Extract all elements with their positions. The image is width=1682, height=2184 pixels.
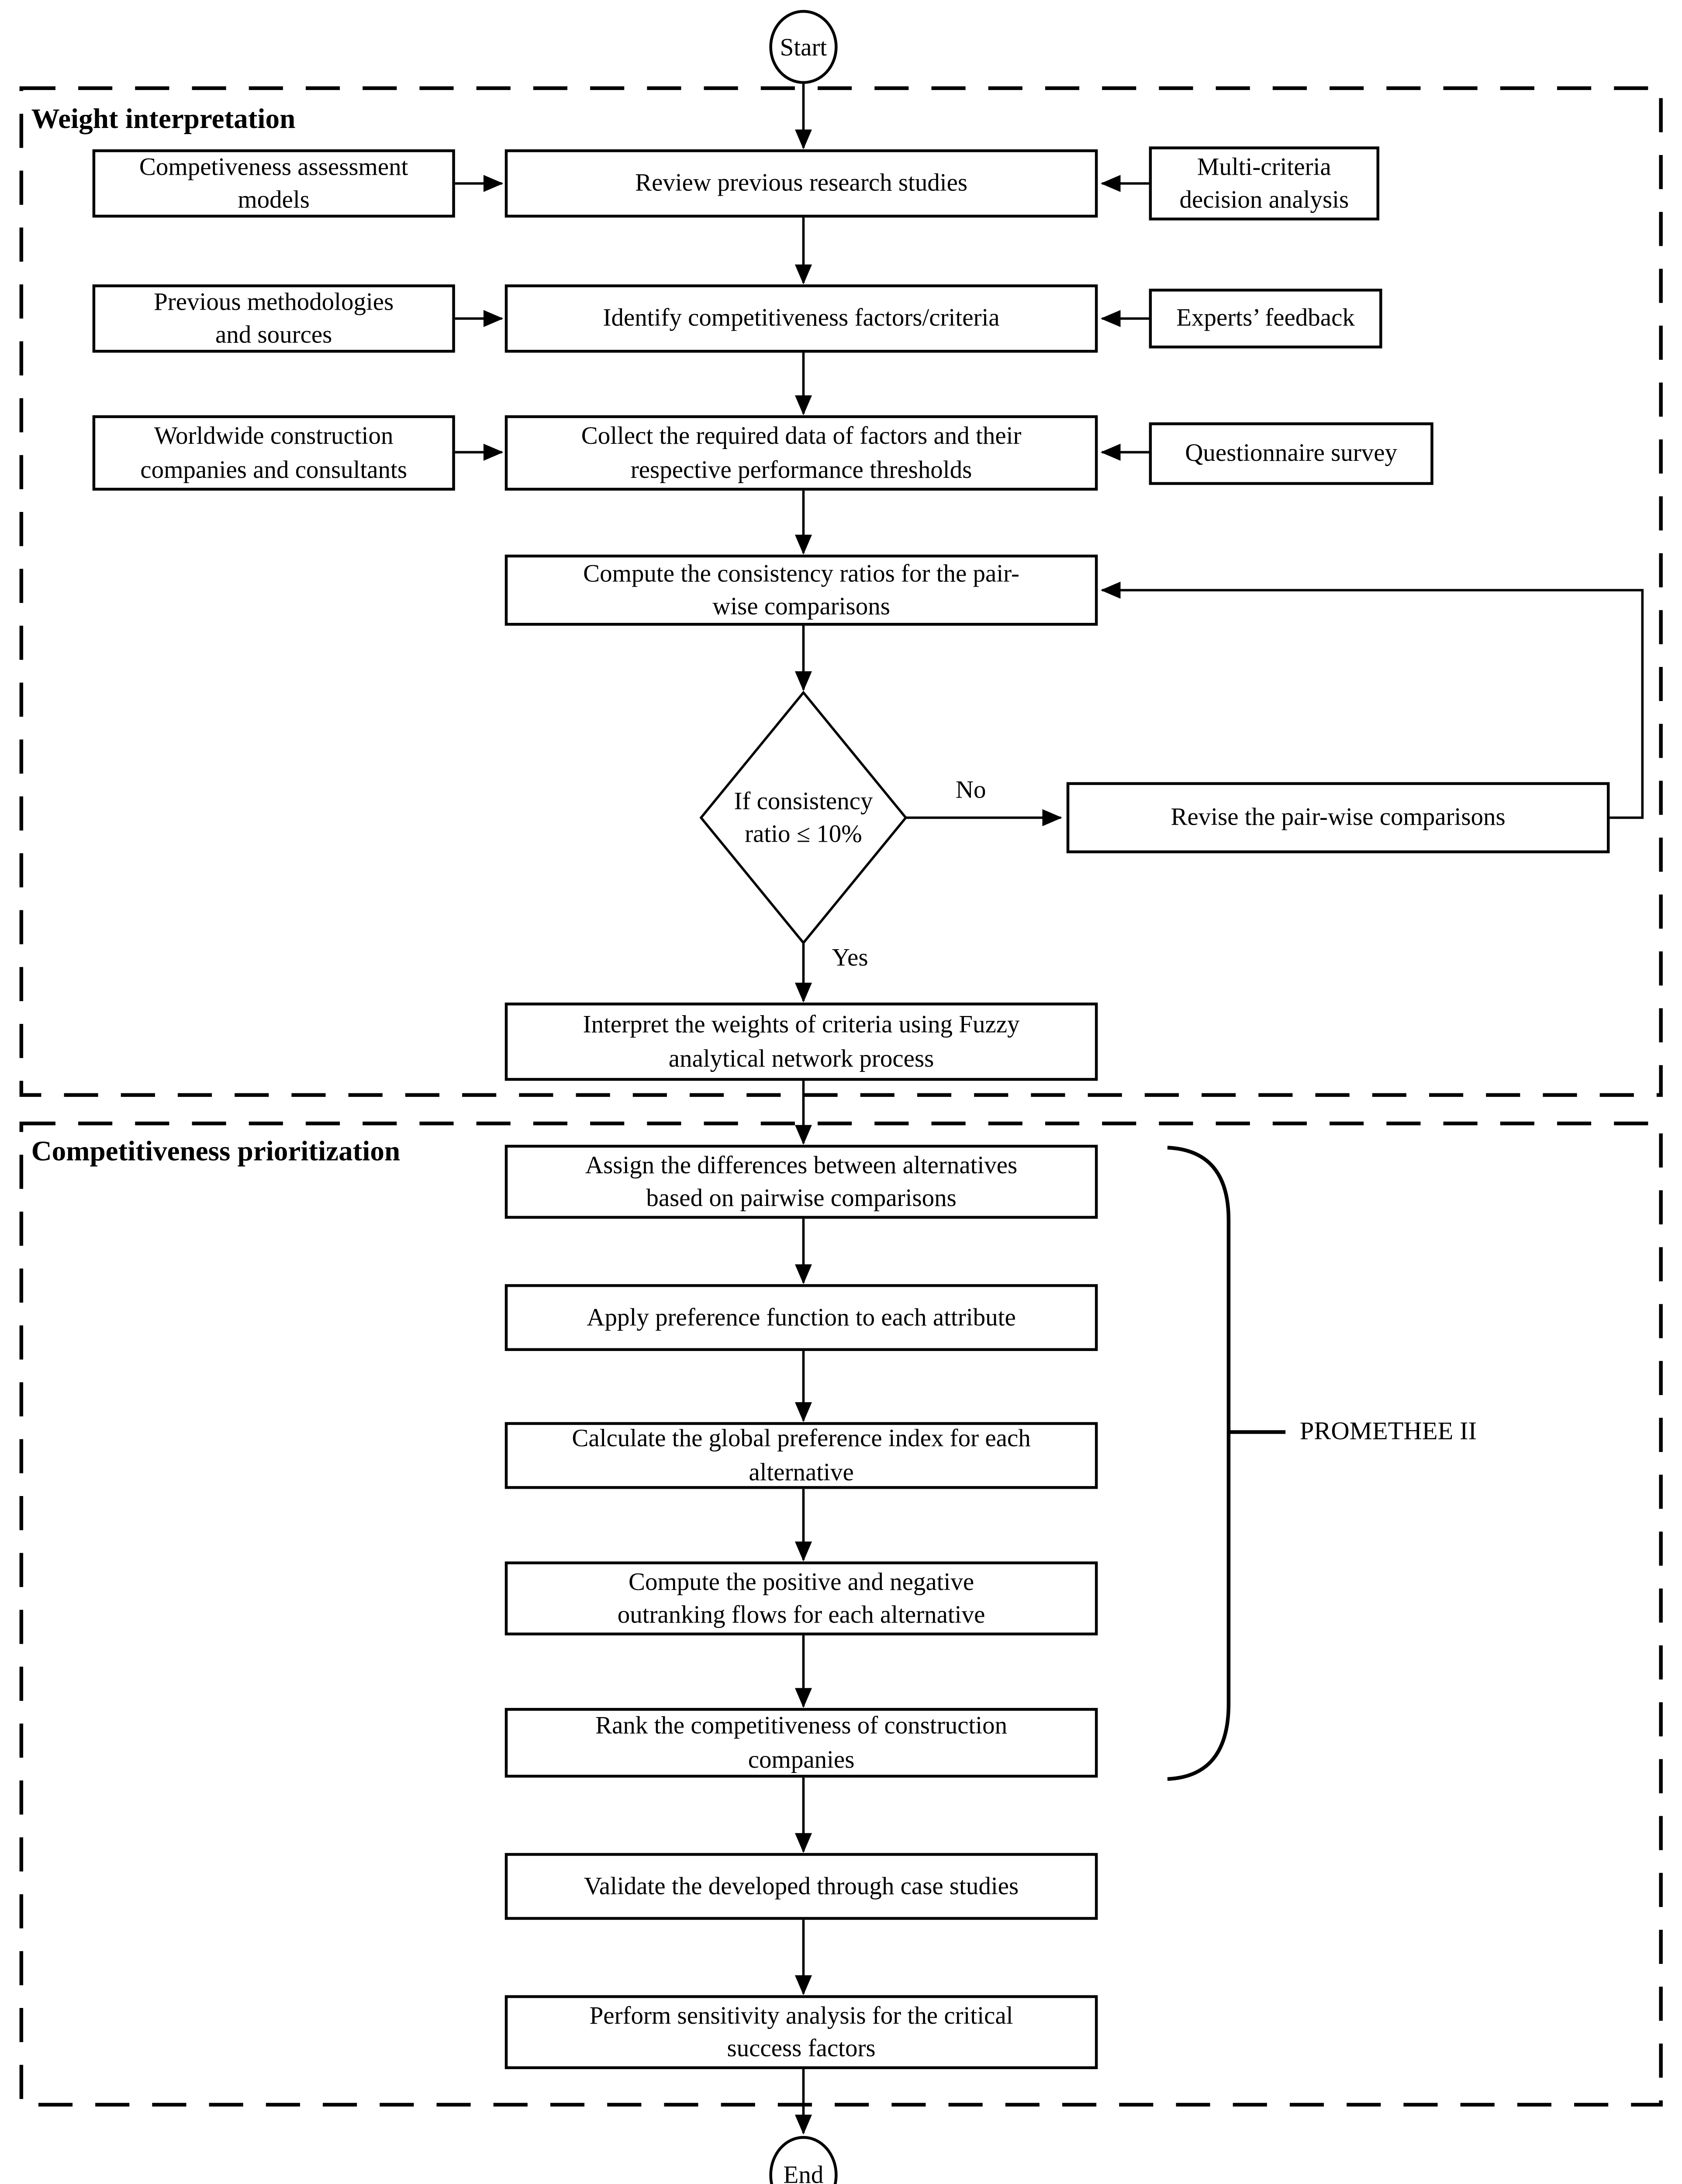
node-revise-pairwise-comparisons: Revise the pair-wise comparisons: [1066, 782, 1610, 854]
section-weight-interpretation-border: [19, 86, 1663, 1097]
start-terminal: Start: [769, 10, 838, 84]
edge-label-no: No: [955, 775, 986, 804]
section-competitiveness-prioritization-border: [19, 1121, 1663, 2107]
node-worldwide-construction-companies: Worldwide construction companies and con…: [92, 415, 455, 491]
arrow-revise-loop-to-compute-ratios: [1100, 581, 1644, 819]
node-assign-differences: Assign the differences between alternati…: [504, 1144, 1098, 1219]
node-apply-preference-function: Apply preference function to each attrib…: [504, 1284, 1098, 1351]
node-questionnaire-survey: Questionnaire survey: [1149, 422, 1433, 485]
node-identify-competitiveness-factors: Identify competitiveness factors/criteri…: [504, 284, 1098, 353]
node-compute-outranking-flows: Compute the positive and negative outran…: [504, 1561, 1098, 1636]
decision-consistency-ratio: If consistency ratio ≤ 10%: [734, 786, 873, 848]
node-rank-competitiveness: Rank the competitiveness of construction…: [504, 1708, 1098, 1778]
promethee-label: PROMETHEE II: [1299, 1416, 1477, 1445]
node-previous-methodologies: Previous methodologies and sources: [92, 284, 455, 353]
node-interpret-weights-fuzzy-anp: Interpret the weights of criteria using …: [504, 1002, 1098, 1081]
section-title-competitiveness-prioritization: Competitiveness prioritization: [31, 1136, 401, 1168]
node-experts-feedback: Experts’ feedback: [1149, 288, 1382, 349]
node-multi-criteria-decision-analysis: Multi-criteria decision analysis: [1149, 146, 1380, 221]
node-calculate-global-preference-index: Calculate the global preference index fo…: [504, 1422, 1098, 1489]
node-sensitivity-analysis: Perform sensitivity analysis for the cri…: [504, 1995, 1098, 2070]
node-validate-through-case-studies: Validate the developed through case stud…: [504, 1853, 1098, 1920]
edge-label-yes: Yes: [832, 943, 868, 971]
node-competiveness-assessment-models: Competiveness assessment models: [92, 149, 455, 218]
promethee-brace: [1167, 1146, 1231, 1781]
node-compute-consistency-ratios: Compute the consistency ratios for the p…: [504, 554, 1098, 626]
decision-diamond-shape: [699, 691, 908, 945]
node-collect-required-data: Collect the required data of factors and…: [504, 415, 1098, 491]
section-title-weight-interpretation: Weight interpretation: [31, 104, 296, 135]
node-review-previous-research: Review previous research studies: [504, 149, 1098, 218]
